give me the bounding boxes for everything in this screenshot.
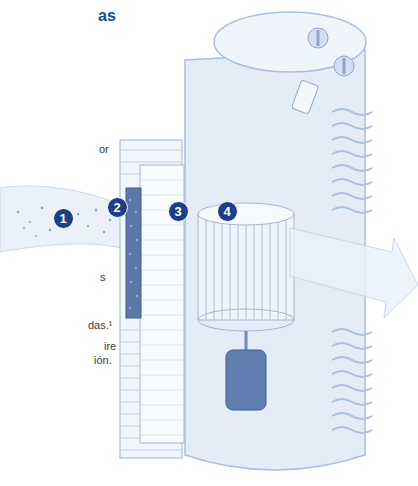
callout-number: 3 (174, 205, 181, 218)
text-fragment: s (100, 271, 106, 284)
hepa-filter (140, 165, 184, 443)
control-knob (308, 28, 328, 48)
outlet-slats (332, 109, 372, 433)
callout-number: 4 (223, 205, 230, 218)
pre-filter (126, 188, 141, 318)
heading-fragment: as (98, 6, 116, 25)
air-outflow (290, 228, 418, 318)
text-fragment: ión. (94, 354, 112, 367)
text-fragment: ire (104, 340, 116, 353)
callout-circle: 4 (217, 201, 238, 222)
text-fragment: das.¹ (88, 319, 112, 332)
shaft (245, 331, 248, 352)
dust-particles (17, 207, 112, 237)
callout-circle: 2 (107, 197, 128, 218)
air-inflow (0, 186, 122, 252)
motor (226, 350, 266, 410)
text-fragment: or (99, 143, 109, 156)
control-knob (334, 56, 354, 76)
handle (291, 80, 318, 114)
callout-circle: 1 (53, 208, 74, 229)
callout-number: 1 (59, 212, 66, 225)
callout-circle: 3 (168, 201, 189, 222)
callout-number: 2 (113, 201, 120, 214)
fan-cylinder (198, 214, 294, 320)
